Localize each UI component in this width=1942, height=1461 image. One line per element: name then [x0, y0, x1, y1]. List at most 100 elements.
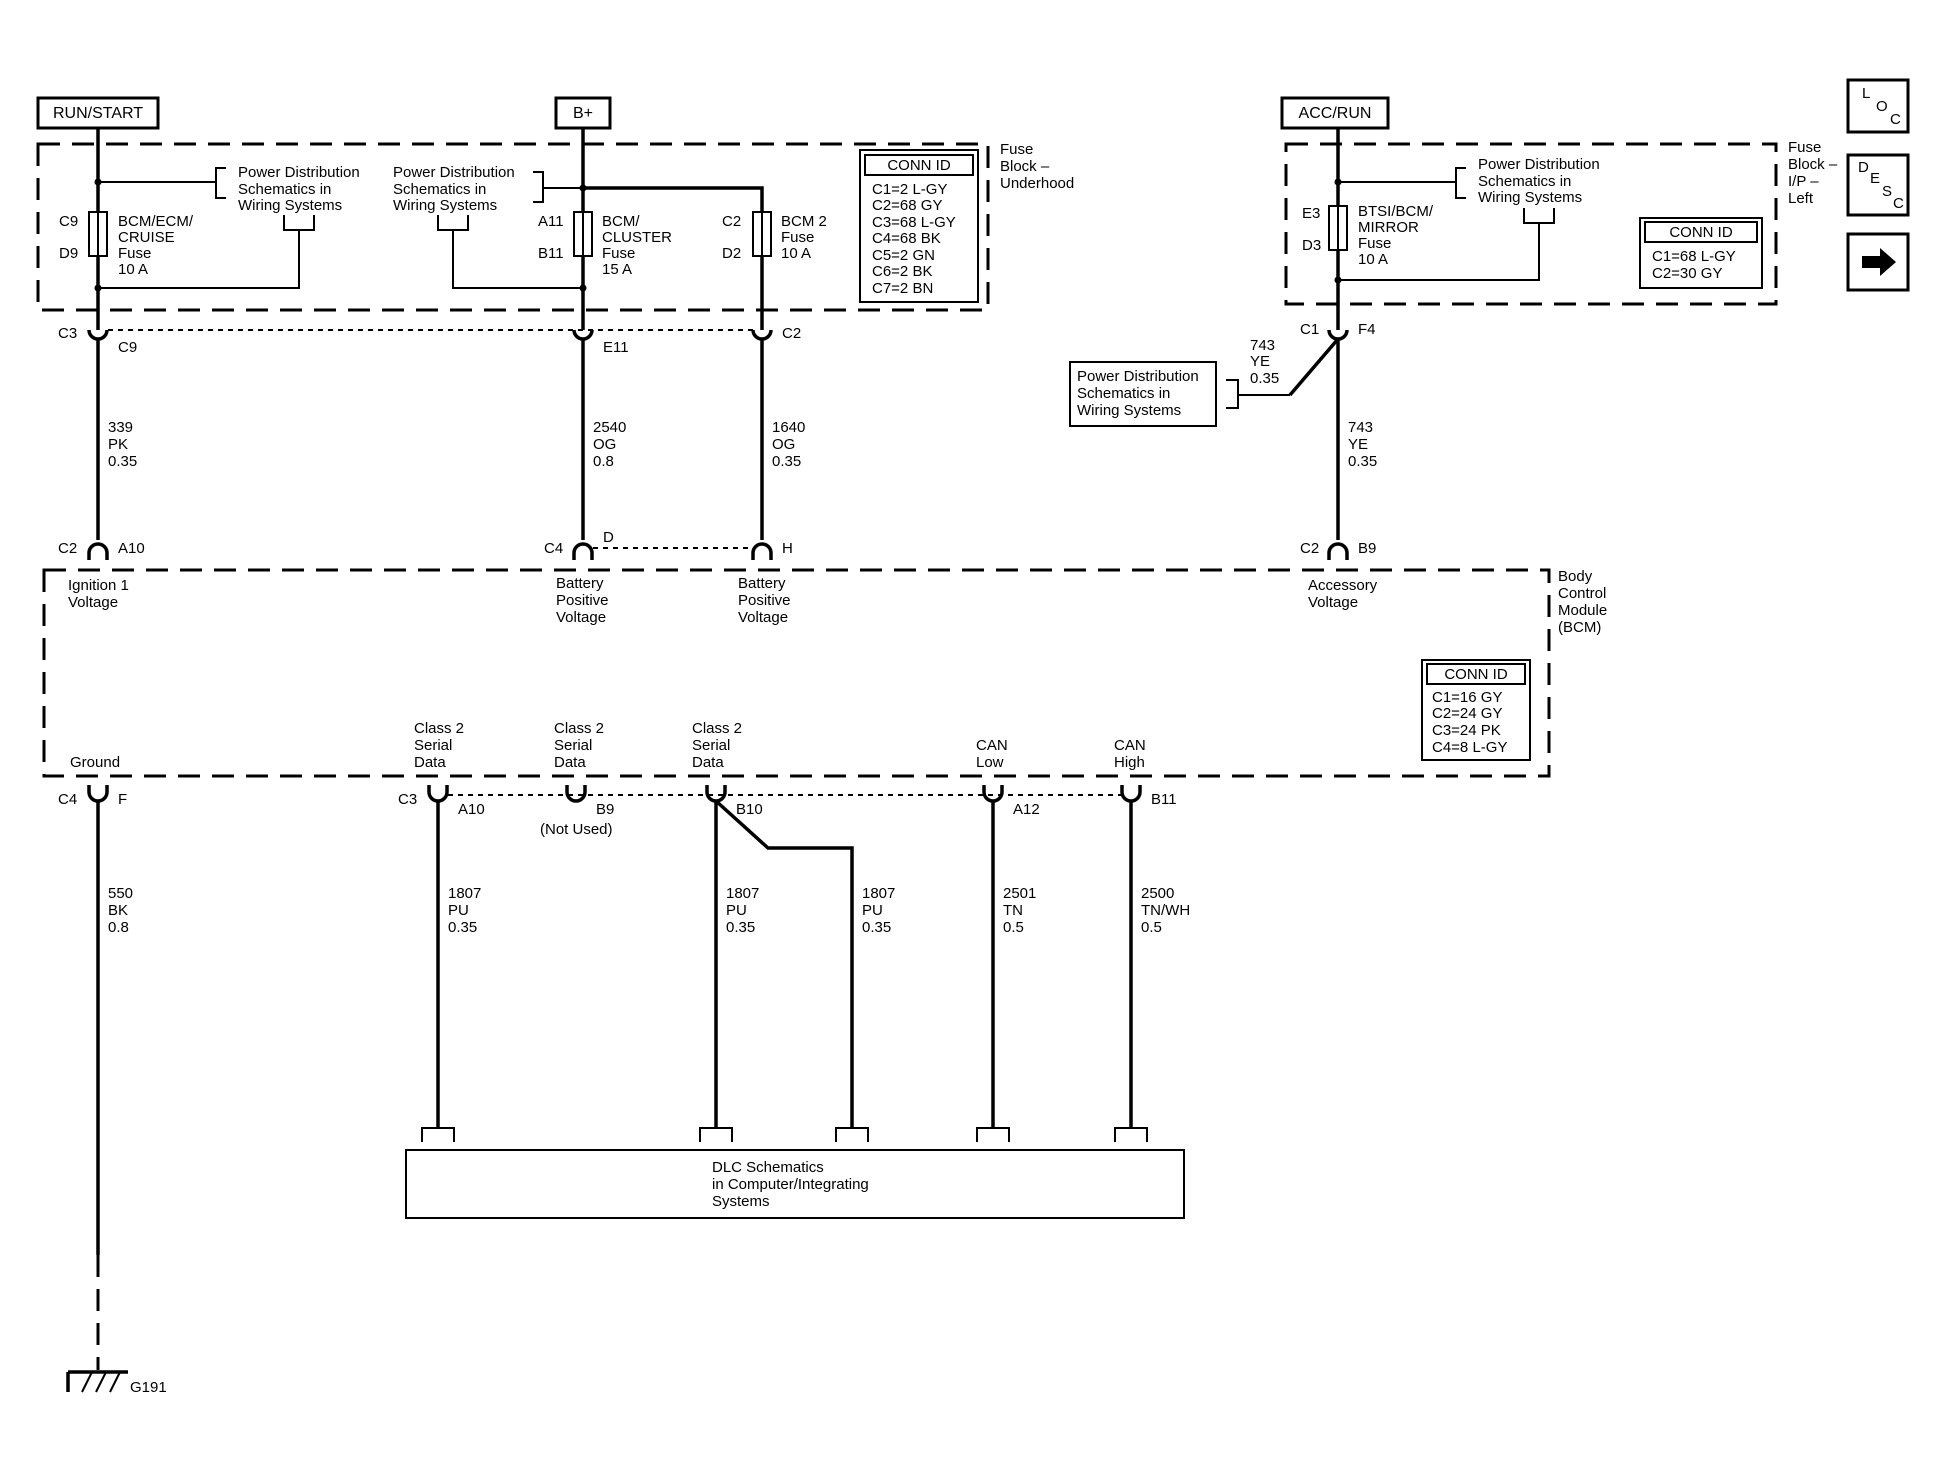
svg-text:743: 743: [1348, 419, 1373, 436]
svg-text:B9: B9: [1358, 540, 1376, 557]
svg-text:Data: Data: [692, 754, 724, 771]
svg-text:D3: D3: [1302, 237, 1321, 254]
svg-text:Serial: Serial: [414, 737, 452, 754]
svg-text:E3: E3: [1302, 205, 1320, 222]
svg-text:C2: C2: [1300, 540, 1319, 557]
connector-h: H: [751, 540, 793, 560]
svg-text:10 A: 10 A: [781, 245, 811, 262]
svg-text:A11: A11: [538, 213, 564, 230]
b-plus-source: B+: [554, 96, 612, 130]
svg-text:1807: 1807: [726, 885, 759, 902]
svg-text:C6=2 BK: C6=2 BK: [872, 263, 932, 280]
svg-text:0.35: 0.35: [1250, 370, 1279, 387]
svg-text:C9: C9: [118, 339, 137, 356]
connector-b11: B11: [1120, 785, 1177, 1128]
svg-text:PK: PK: [108, 436, 128, 453]
loc-button[interactable]: L O C: [1846, 78, 1910, 134]
svg-text:PU: PU: [726, 902, 747, 919]
svg-text:BCM 2: BCM 2: [781, 213, 827, 230]
bcm-input-labels: Ignition 1 Voltage Battery Positive Volt…: [68, 575, 1378, 626]
svg-text:Wiring Systems: Wiring Systems: [1077, 402, 1181, 419]
svg-text:A10: A10: [458, 801, 485, 818]
svg-text:Fuse: Fuse: [1000, 141, 1033, 158]
fuse-bcm-cluster: A11 B11 BCM/ CLUSTER Fuse 15 A: [538, 128, 672, 330]
svg-text:Serial: Serial: [554, 737, 592, 754]
svg-text:Fuse: Fuse: [1788, 139, 1821, 156]
svg-text:D: D: [1858, 159, 1869, 176]
svg-text:O: O: [1876, 98, 1888, 115]
svg-text:OG: OG: [772, 436, 795, 453]
svg-text:C9: C9: [59, 213, 78, 230]
svg-text:MIRROR: MIRROR: [1358, 219, 1419, 236]
svg-text:Schematics in: Schematics in: [393, 181, 486, 198]
svg-text:CRUISE: CRUISE: [118, 229, 175, 246]
pd-ref-underhood-1: Power Distribution Schematics in Wiring …: [98, 164, 360, 289]
svg-text:S: S: [1882, 183, 1892, 200]
svg-text:Class 2: Class 2: [414, 720, 464, 737]
svg-text:TN/WH: TN/WH: [1141, 902, 1190, 919]
svg-text:Fuse: Fuse: [781, 229, 814, 246]
bcm-module: Body Control Module (BCM) CONN ID C1=16 …: [42, 568, 1607, 778]
svg-text:Wiring Systems: Wiring Systems: [1478, 189, 1582, 206]
svg-text:1807: 1807: [448, 885, 481, 902]
svg-text:D2: D2: [722, 245, 741, 262]
fuse-btsi-bcm-mirror: E3 D3 BTSI/BCM/ MIRROR Fuse 10 A: [1302, 128, 1434, 330]
svg-text:Data: Data: [414, 754, 446, 771]
connector-c3-a10: C3 A10: [398, 785, 485, 1128]
svg-text:C: C: [1893, 195, 1904, 212]
pd-ref-underhood-2: Power Distribution Schematics in Wiring …: [393, 164, 583, 289]
connector-c4-f: C4 F: [58, 785, 127, 1255]
svg-text:Fuse: Fuse: [118, 245, 151, 262]
svg-text:C3: C3: [398, 791, 417, 808]
desc-button[interactable]: D E S C: [1846, 153, 1910, 217]
svg-text:CONN ID: CONN ID: [887, 157, 951, 174]
upper-connector-row: C3 C9 E11 C2 C1 F4: [58, 321, 1376, 540]
svg-text:Ground: Ground: [70, 754, 120, 771]
connector-c2-fuse: C2: [751, 325, 801, 540]
svg-text:Block –: Block –: [1788, 156, 1838, 173]
svg-text:YE: YE: [1348, 436, 1368, 453]
svg-text:C4: C4: [58, 791, 77, 808]
svg-text:Left: Left: [1788, 190, 1814, 207]
svg-text:C2=24 GY: C2=24 GY: [1432, 705, 1502, 722]
svg-text:Serial: Serial: [692, 737, 730, 754]
svg-text:Voltage: Voltage: [68, 594, 118, 611]
svg-text:CONN ID: CONN ID: [1669, 224, 1733, 241]
svg-text:G191: G191: [130, 1379, 167, 1396]
svg-text:C3=24 PK: C3=24 PK: [1432, 722, 1501, 739]
acc-run-source: ACC/RUN: [1280, 96, 1390, 130]
svg-text:Low: Low: [976, 754, 1004, 771]
svg-text:BTSI/BCM/: BTSI/BCM/: [1358, 203, 1434, 220]
svg-text:Class 2: Class 2: [554, 720, 604, 737]
svg-text:0.5: 0.5: [1141, 919, 1162, 936]
svg-text:C4=8 L-GY: C4=8 L-GY: [1432, 739, 1507, 756]
svg-text:Battery: Battery: [738, 575, 786, 592]
svg-text:0.35: 0.35: [726, 919, 755, 936]
svg-text:F: F: [118, 791, 127, 808]
svg-text:C5=2 GN: C5=2 GN: [872, 247, 935, 264]
svg-text:B+: B+: [573, 105, 593, 122]
svg-text:2501: 2501: [1003, 885, 1036, 902]
svg-text:C2: C2: [58, 540, 77, 557]
svg-text:1640: 1640: [772, 419, 805, 436]
pd-ref-ip: Power Distribution Schematics in Wiring …: [1338, 156, 1600, 281]
svg-text:2540: 2540: [593, 419, 626, 436]
svg-text:H: H: [782, 540, 793, 557]
ground-g191: G191: [66, 1255, 167, 1396]
svg-text:10 A: 10 A: [118, 261, 148, 278]
svg-text:BCM/ECM/: BCM/ECM/: [118, 213, 194, 230]
svg-text:C1=16 GY: C1=16 GY: [1432, 689, 1502, 706]
bcm-conn-id-table: CONN ID C1=16 GY C2=24 GY C3=24 PK C4=8 …: [1421, 659, 1531, 761]
svg-text:Positive: Positive: [556, 592, 609, 609]
svg-text:1807: 1807: [862, 885, 895, 902]
connector-e11: E11: [572, 329, 629, 540]
svg-text:0.35: 0.35: [772, 453, 801, 470]
svg-text:C: C: [1890, 111, 1901, 128]
svg-text:Systems: Systems: [712, 1193, 770, 1210]
svg-text:0.35: 0.35: [108, 453, 137, 470]
svg-text:10 A: 10 A: [1358, 251, 1388, 268]
svg-text:Power Distribution: Power Distribution: [1077, 368, 1199, 385]
svg-text:I/P –: I/P –: [1788, 173, 1819, 190]
next-page-button[interactable]: [1846, 232, 1910, 292]
underhood-conn-id-table: CONN ID C1=2 L-GY C2=68 GY C3=68 L-GY C4…: [859, 149, 979, 303]
